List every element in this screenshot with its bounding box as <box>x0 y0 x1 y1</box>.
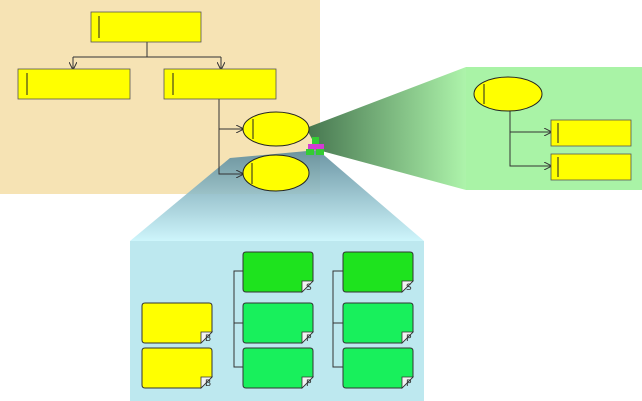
card-marker: P <box>306 379 312 389</box>
page-fold-icon <box>200 376 213 389</box>
card-marker: S <box>406 283 412 293</box>
node-right-child-1[interactable] <box>550 119 632 147</box>
card-marker: B <box>205 334 211 344</box>
node-top-left[interactable] <box>17 68 131 100</box>
card-node[interactable]: P <box>342 347 414 389</box>
card-node[interactable]: P <box>242 347 314 389</box>
zoom-connector-right <box>306 67 466 190</box>
zoom-connector-bottom <box>130 150 424 241</box>
card-marker: P <box>306 334 312 344</box>
card-marker: P <box>406 334 412 344</box>
top-connectors <box>73 42 243 174</box>
card-marker: B <box>205 379 211 389</box>
card-node[interactable]: B <box>141 347 213 389</box>
card-layer: B B S P P S P P <box>141 251 414 389</box>
card-node[interactable]: P <box>242 302 314 344</box>
card-node[interactable]: S <box>342 251 414 293</box>
node-right-root[interactable] <box>473 76 543 112</box>
card-node[interactable]: P <box>342 302 414 344</box>
page-fold-icon <box>401 331 414 344</box>
node-top-right[interactable] <box>163 68 277 100</box>
card-node[interactable]: S <box>242 251 314 293</box>
card-marker: P <box>406 379 412 389</box>
node-top-root[interactable] <box>90 11 202 43</box>
node-ellipse-upper[interactable] <box>242 111 310 147</box>
page-fold-icon <box>301 376 314 389</box>
node-right-child-2[interactable] <box>550 153 632 181</box>
page-fold-icon <box>301 331 314 344</box>
right-connectors <box>509 110 551 166</box>
page-fold-icon <box>200 331 213 344</box>
page-fold-icon <box>401 376 414 389</box>
card-node[interactable]: B <box>141 302 213 344</box>
bottom-brackets <box>233 270 343 368</box>
card-marker: S <box>306 283 312 293</box>
page-fold-icon <box>301 280 314 293</box>
node-ellipse-lower[interactable] <box>242 154 310 192</box>
selection-marker-icon[interactable] <box>306 137 324 155</box>
page-fold-icon <box>401 280 414 293</box>
